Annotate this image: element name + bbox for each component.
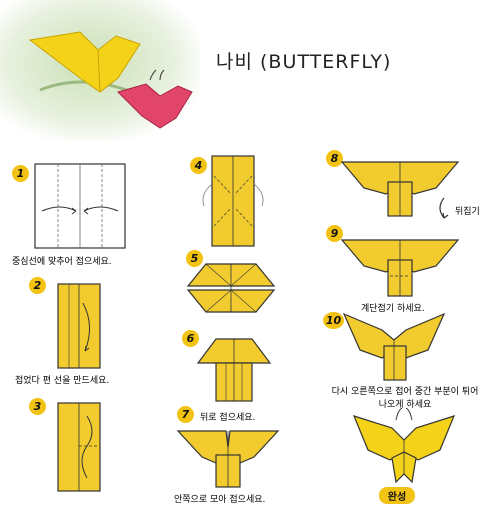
step-9-badge: 9	[326, 225, 343, 242]
step-10-caption: 다시 오른쪽으로 접어 중간 부분이 튀어 나오게 하세요	[331, 387, 479, 410]
step-8-diagram	[340, 161, 460, 217]
step-10-badge: 10	[323, 312, 344, 329]
step-7-diagram	[176, 430, 280, 488]
page-title: 나비 (BUTTERFLY)	[216, 51, 392, 73]
step-4-diagram	[202, 155, 264, 247]
step-3-diagram	[57, 402, 101, 492]
yellow-butterfly-image	[28, 31, 141, 93]
step-5-diagram	[186, 263, 276, 313]
step-6-diagram	[196, 338, 272, 402]
step-7-sub-caption: 안쪽으로 모아 접으세요.	[174, 495, 266, 505]
pink-butterfly-image	[117, 83, 193, 129]
step-8-badge: 8	[326, 150, 343, 167]
step-7-caption: 뒤로 접으세요.	[200, 413, 256, 423]
step-4-badge: 4	[190, 157, 207, 174]
step-1-caption: 중심선에 맞추어 접으세요.	[12, 257, 112, 267]
step-2-caption: 접었다 편 선을 만드세요.	[15, 376, 110, 386]
step-2-diagram	[57, 283, 101, 369]
final-label: 완성	[379, 487, 415, 504]
butterfly-photo	[0, 0, 200, 140]
step-2-badge: 2	[29, 277, 46, 294]
step-10-diagram	[342, 312, 446, 381]
flip-arrow-icon	[439, 197, 449, 219]
final-butterfly-diagram	[352, 408, 456, 484]
step-1-diagram	[34, 163, 126, 249]
step-9-caption: 계단접기 하세요.	[361, 304, 425, 314]
flip-label: 뒤집기	[455, 207, 480, 217]
step-3-badge: 3	[29, 398, 46, 415]
step-1-badge: 1	[12, 165, 29, 182]
step-9-diagram	[340, 239, 460, 297]
step-7-badge: 7	[177, 406, 194, 423]
step-5-badge: 5	[186, 250, 203, 267]
step-6-badge: 6	[182, 330, 199, 347]
